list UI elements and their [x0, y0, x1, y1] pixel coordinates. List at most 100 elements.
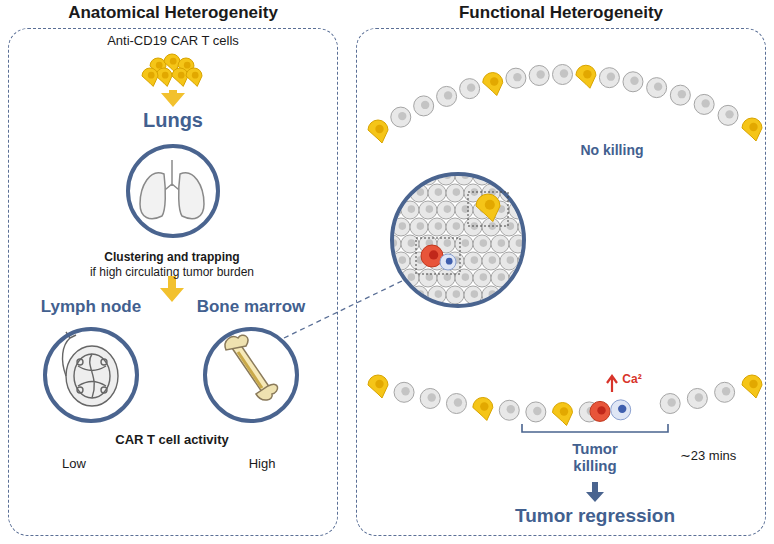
panel-title: Functional Heterogeneity: [357, 3, 765, 23]
cell-shape: [553, 65, 573, 85]
cell-shape: [725, 110, 733, 118]
cell-shape: [525, 256, 533, 264]
cell-shape: [498, 273, 506, 281]
cell-shape: [506, 68, 526, 88]
cell-shape: [172, 68, 188, 86]
cell-shape: [428, 184, 446, 202]
text-label: if high circulating tumor burden: [90, 265, 254, 279]
cell-shape: [142, 68, 158, 86]
cell-shape: [453, 222, 461, 230]
cell-shape: [489, 256, 497, 264]
cell-shape: [576, 65, 596, 88]
cell-shape: [590, 401, 610, 421]
cell-shape: [392, 286, 410, 304]
cell-shape: [480, 402, 488, 410]
cell-shape: [399, 222, 407, 230]
organ-circle: [126, 144, 220, 238]
cell-shape: [455, 201, 473, 219]
cell-shape: [749, 123, 757, 131]
cell-shape: [464, 218, 482, 236]
cell-shape: [435, 222, 443, 230]
cell-shape: [742, 375, 762, 398]
lungs-icon: [140, 160, 204, 219]
cell-shape: [490, 77, 498, 85]
panel-title: Anatomical Heterogeneity: [9, 3, 337, 23]
cell-shape: [526, 402, 546, 422]
cell-shape: [401, 387, 409, 395]
zoom-box: [416, 238, 460, 274]
cell-shape: [560, 407, 568, 415]
cell-shape: [368, 120, 388, 143]
cell-shape: [513, 73, 521, 81]
cell-shape: [162, 72, 169, 79]
text-label: High: [249, 456, 276, 471]
cell-shape: [383, 167, 401, 185]
cell-shape: [525, 290, 533, 298]
cell-shape: [482, 252, 500, 270]
cell-shape: [398, 112, 406, 120]
cell-shape: [480, 273, 488, 281]
cell-shape: [473, 397, 493, 420]
cell-shape: [560, 69, 568, 77]
cell-shape: [454, 398, 462, 406]
cell-shape: [462, 273, 470, 281]
cell-shape: [654, 82, 662, 90]
result-arrow: [586, 482, 604, 502]
cell-shape: [618, 405, 626, 413]
cell-shape: [148, 72, 155, 79]
cell-shape: [429, 250, 438, 259]
cell-shape: [444, 91, 452, 99]
cell-shape: [471, 290, 479, 298]
cell-shape: [678, 90, 686, 98]
cell-shape: [507, 222, 515, 230]
cell-shape: [375, 380, 383, 388]
cell-shape: [437, 269, 455, 287]
cell-shape: [483, 73, 503, 96]
text-label: Tumor killing: [555, 440, 635, 475]
cell-shape: [399, 256, 407, 264]
cell-shape: [694, 94, 714, 114]
zoom-circle: [392, 174, 524, 306]
organ-node: Bone marrow: [189, 297, 313, 425]
cell-shape: [553, 403, 573, 426]
cell-shape: [536, 70, 544, 78]
organ-title: Lymph node: [29, 297, 153, 317]
cell-shape: [435, 290, 443, 298]
cell-shape: [471, 256, 479, 264]
cell-shape: [408, 273, 416, 281]
cell-shape: [491, 235, 509, 253]
cell-shape: [516, 171, 524, 179]
cell-shape: [410, 218, 428, 236]
cell-shape: [597, 406, 605, 414]
cell-shape: [444, 205, 452, 213]
cell-shape: [428, 218, 446, 236]
cell-shape: [192, 72, 199, 79]
cell-shape: [611, 400, 631, 420]
cell-shape: [399, 188, 407, 196]
cell-shape: [446, 218, 464, 236]
cell-shape: [687, 388, 707, 408]
cell-shape: [453, 188, 461, 196]
cell-shape: [599, 68, 619, 88]
cell-chains: [368, 65, 762, 426]
cell-shape: [473, 269, 491, 287]
cell-shape: [500, 218, 518, 236]
cell-node: Anti-CD19 CAR T cells: [63, 33, 283, 89]
cell-shape: [509, 167, 527, 185]
cell-shape: [455, 269, 473, 287]
organ-circle: [43, 327, 139, 423]
cell-shape: [390, 273, 398, 281]
cell-shape: [473, 235, 491, 253]
cell-shape: [667, 398, 675, 406]
cell-shape: [462, 239, 470, 247]
cell-shape: [518, 184, 536, 202]
cell-shape: [399, 290, 407, 298]
text-label: Low: [62, 456, 86, 471]
cell-shape: [464, 252, 482, 270]
cell-shape: [499, 400, 519, 420]
cell-shape: [670, 85, 690, 105]
cell-shape: [419, 269, 437, 287]
cell-shape: [500, 252, 518, 270]
cell-shape: [394, 382, 414, 402]
cell-shape: [749, 380, 757, 388]
